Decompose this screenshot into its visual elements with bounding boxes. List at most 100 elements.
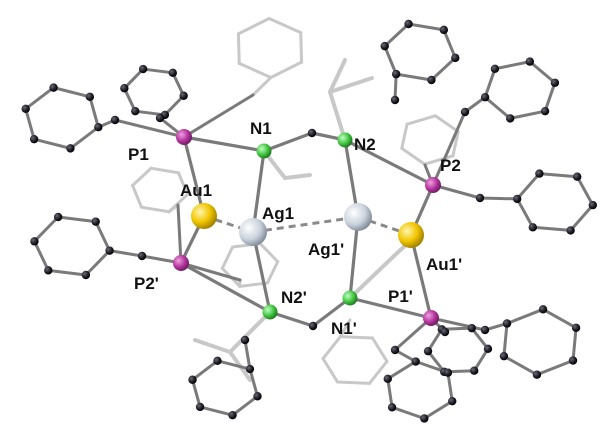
phenyl-ring-p2-right-bond-2 [515,197,535,229]
atom-labels: P1 N1 N2 P2 Au1 Ag1 Ag1' Au1' P2' N2' N1… [128,119,462,338]
phenyl-ring-p2p-left-carbon-3 [30,237,39,246]
p-phenyl-bond-3 [431,183,482,200]
atom-layer [21,19,598,423]
phenyl-ring-p2-right-bond-4 [537,172,579,179]
phenyl-ring-p1-top-bond-2 [122,67,145,90]
label-au1: Au1 [180,181,212,200]
phenyl-ring-p1-top-carbon-attach [155,113,165,123]
phenyl-ring-p2p-left-carbon-1 [81,270,91,280]
phenyl-ring-bottom-right-bond-5 [446,371,454,403]
metal-contact-1 [252,215,359,234]
phenyl-ring-left-back-bond-5 [177,171,189,197]
p-phenyl-bond-8 [179,261,242,282]
methylene-carbon-bottom [308,321,318,331]
phenyl-ring-right-upper-carbon-4 [525,57,535,66]
phenyl-ring-p2p-left-bond-1 [46,268,88,277]
phenyl-ring-p1-left-bond-1 [32,137,72,150]
phenyl-ring-p2p-left-ipso-bond [108,249,144,258]
phenyl-ring-right-back-bond-5 [451,130,460,158]
phenyl-ring-p1-top-carbon-1 [131,106,140,116]
methylene-carbon-top [307,128,317,138]
phenyl-ring-bottom-right-carbon-attach [390,345,400,355]
phosphorus-atom-p1p [423,310,439,326]
phenyl-ring-p1p-lower-carbon-2 [423,346,433,356]
phenyl-ring-p2p-left-carbon-attach [137,251,147,261]
phenyl-ring-right-upper-carbon-attach [460,107,470,117]
label-ag1-prime: Ag1' [308,240,344,259]
phenyl-ring-bottom-right-carbon-0 [448,396,457,406]
phenyl-ring-bottom-right-carbon-1 [420,414,429,423]
phenyl-ring-right-upper-bond-4 [528,60,557,85]
phenyl-ring-p2p-left-carbon-4 [53,212,63,222]
phenyl-ring-p1-top-bond-3 [141,67,175,75]
phenyl-ring-top-right-carbon-0 [451,53,460,63]
silver-atom-ag1 [239,218,267,246]
phenyl-ring-right-upper-bond-2 [483,67,497,99]
phenyl-ring-bottom-center-carbon-4 [213,356,222,366]
core-bond-4 [182,135,206,218]
label-n2-prime: N2' [281,288,307,307]
phenyl-ring-p2-right-carbon-2 [528,223,538,232]
phenyl-ring-p1p-right-carbon-4 [538,305,548,314]
phenyl-ring-bottom-center-carbon-3 [188,375,197,384]
gold-atom-au1 [191,203,217,229]
phenyl-ring-bottom-center-carbon-0 [253,392,262,401]
phenyl-ring-p1p-right-bond-0 [535,359,575,377]
phenyl-ring-right-upper-carbon-0 [540,106,550,116]
phenyl-ring-p2-right-bond-5 [575,175,595,207]
phenyl-ring-bottom-right-carbon-3 [383,374,392,384]
p-phenyl-bond-9 [429,316,487,332]
phenyl-ring-p1-top-bond-4 [171,71,186,98]
phenyl-ring-p1-top-carbon-5 [179,91,188,100]
phenyl-ring-top-center-ipso-bond [251,76,273,97]
phenyl-ring-p2-right-carbon-5 [572,172,582,181]
p-phenyl-bond-0 [113,118,186,139]
label-ag1: Ag1 [262,204,294,223]
phenyl-ring-right-upper-bond-3 [493,60,532,71]
phenyl-ring-p1p-right-bond-4 [541,307,578,330]
phenyl-ring-bottom-back-bond-2 [321,335,342,361]
phenyl-ring-right-upper-carbon-5 [550,78,560,87]
phenyl-ring-p1-left-carbon-4 [49,83,58,92]
phenyl-ring-p1-left-bond-2 [24,107,36,141]
phenyl-ring-p1-left-carbon-2 [29,134,39,144]
phenyl-ring-bottom-right-bond-3 [386,360,418,381]
phosphorus-atom-p1 [176,129,192,145]
back-substituent-bond-2 [328,76,374,94]
phenyl-ring-top-right-bond-3 [383,22,411,48]
phenyl-ring-p1-top-bond-5 [163,94,186,117]
phenyl-ring-bottom-back-bond-5 [368,359,389,385]
phenyl-ring-top-right-bond-5 [442,28,457,60]
phenyl-ring-bottom-right-carbon-4 [411,357,420,366]
core-bond-3 [343,138,435,187]
phenyl-ring-p1-left-carbon-0 [94,123,103,132]
phenyl-ring-right-upper-carbon-3 [490,64,500,74]
phenyl-ring-left-back-bond-2 [131,183,143,209]
phenyl-ring-bottom-center-carbon-5 [245,364,255,374]
core-bond-14 [409,233,433,320]
core-bond-0 [182,135,266,153]
phenyl-ring-p2-right-carbon-4 [535,169,544,178]
phenyl-ring-bottom-right-bond-0 [422,399,454,420]
phenyl-ring-bottom-back-bond-0 [336,380,372,385]
phenyl-ring-p1p-lower-carbon-5 [483,344,493,354]
core-bond-1 [262,131,314,153]
label-p2-prime: P2' [134,274,159,293]
phenyl-ring-p1p-right-bond-2 [502,321,509,358]
phenyl-ring-p1p-lower-carbon-4 [467,323,476,333]
phenyl-ring-bottom-right-carbon-5 [443,368,453,377]
phenyl-ring-p1-top-carbon-2 [120,84,129,93]
phenyl-ring-p1p-right-carbon-5 [571,323,581,333]
phenyl-ring-p2-right-carbon-3 [512,194,522,204]
phenyl-ring-p2-right-bond-0 [569,203,595,232]
p-phenyl-bond-4 [431,110,467,187]
metal-contact-2 [357,215,412,237]
phenyl-ring-top-right-carbon-4 [404,19,413,29]
phenyl-ring-bottom-center-bond-3 [191,359,219,382]
phenyl-ring-p2p-left-carbon-2 [44,266,53,275]
phenyl-ring-p2-right-bond-3 [515,172,541,201]
phenyl-ring-p2p-left-bond-3 [32,215,60,243]
phenyl-ring-p2-right-ipso-bond [478,196,519,201]
phenyl-ring-right-upper-bond-5 [543,81,557,113]
